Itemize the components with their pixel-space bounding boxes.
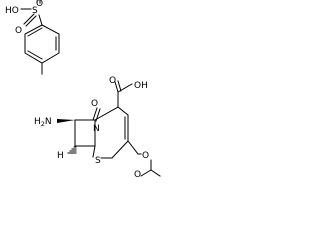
ring-bond-s-left xyxy=(92,145,96,158)
ester-oxygen-label: O xyxy=(142,151,149,161)
ring-sulfur-label: S xyxy=(95,156,101,166)
stereo-hash-bond xyxy=(67,146,77,154)
amine-wedge-bond xyxy=(57,119,75,123)
lactam-carbonyl-bond xyxy=(92,107,98,121)
carboxyl-oh-bond xyxy=(117,83,133,93)
amine-n-label: N xyxy=(45,117,52,127)
s-ring-bond xyxy=(38,14,43,26)
lactam-oxygen-label: O xyxy=(91,99,98,109)
cephalosporin-molecule: O OH O H2N N H S O O xyxy=(34,76,161,177)
ring-bond-ch2 xyxy=(111,140,129,159)
carboxyl-oh-label: OH xyxy=(134,81,148,91)
hydroxyl-label: HO xyxy=(5,6,19,16)
acetyl-methyl-bond xyxy=(150,169,161,177)
carboxyl-double-bond xyxy=(114,81,119,93)
ring-bond-n-c xyxy=(94,106,119,121)
sulfonyl-sulfur-label: S xyxy=(32,6,38,16)
carboxyl-oxygen-label: O xyxy=(109,76,116,86)
sulfonyl-oxygen-top-label: O xyxy=(36,0,43,9)
toluenesulfonic-acid: HO S O O xyxy=(5,0,60,75)
benzene-double-bond-3 xyxy=(27,27,43,37)
acetyl-carbonyl-bond xyxy=(140,169,152,177)
carboxyl-double-bond-2 xyxy=(117,80,122,92)
ring-bond-c-c xyxy=(117,106,129,116)
side-chain-bond-1 xyxy=(127,140,139,155)
s-o-bond-left-2 xyxy=(25,15,37,27)
sulfonyl-oxygen-left-label: O xyxy=(15,26,22,36)
stereo-hydrogen-label: H xyxy=(57,151,64,161)
amine-subscript-label: 2 xyxy=(41,120,45,128)
canvas-background xyxy=(0,0,162,177)
amine-h-label: H xyxy=(34,117,41,127)
acetyl-oxygen-label: O xyxy=(134,170,141,177)
ring-nitrogen-label: N xyxy=(93,124,100,134)
benzene-double-bond-2 xyxy=(27,50,43,60)
s-o-bond-left xyxy=(23,13,35,25)
chemical-structure-drawing: HO S O O xyxy=(0,0,162,177)
amine-label: H2N xyxy=(34,117,52,128)
